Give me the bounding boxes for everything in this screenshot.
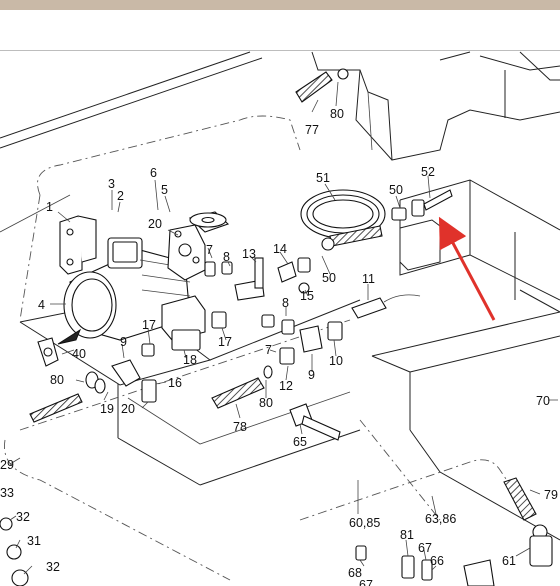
left-edge-fittings: [0, 517, 29, 586]
top-color-band: [0, 0, 560, 10]
callout-18: 18: [183, 353, 197, 367]
hose-79: [503, 477, 548, 540]
callout-80: 80: [330, 107, 344, 121]
callout-67: 67: [418, 541, 432, 555]
callout-1: 1: [46, 200, 53, 214]
callout-5: 5: [161, 183, 168, 197]
callout-14: 14: [273, 242, 287, 256]
callout-61: 61: [502, 554, 516, 568]
callout-80: 80: [50, 373, 64, 387]
part-40: [37, 328, 82, 367]
callout-8: 8: [282, 296, 289, 310]
callout-80: 80: [259, 396, 273, 410]
sensor-11: [327, 294, 421, 341]
callout-10: 10: [329, 354, 343, 368]
callout-65: 65: [293, 435, 307, 449]
callout-66: 66: [430, 554, 444, 568]
leader-lines: [9, 81, 558, 575]
callout-81: 81: [400, 528, 414, 542]
hose-coil-51: [300, 189, 386, 251]
red-indicator-arrow: [438, 216, 496, 321]
callout-60-85: 60,85: [349, 516, 380, 530]
header-blank-area: [0, 10, 560, 50]
callout-33: 33: [0, 486, 14, 500]
callout-6: 6: [150, 166, 157, 180]
callout-77: 77: [305, 123, 319, 137]
motor-4: [63, 237, 191, 341]
callout-17: 17: [142, 318, 156, 332]
callout-20: 20: [121, 402, 135, 416]
callout-7: 7: [206, 243, 213, 257]
fittings-50-52: [391, 189, 453, 221]
callout-78: 78: [233, 420, 247, 434]
callout-15: 15: [300, 289, 314, 303]
callout-19: 19: [100, 402, 114, 416]
nut-65: [289, 403, 341, 441]
callout-17: 17: [218, 335, 232, 349]
phantom-outline: [3, 115, 521, 581]
callout-51: 51: [316, 171, 330, 185]
callout-29: 29: [0, 458, 14, 472]
fitting-stack-center: [204, 257, 311, 301]
plate-20: [188, 211, 230, 233]
callout-2: 2: [117, 189, 124, 203]
callout-32: 32: [16, 510, 30, 524]
left-fittings: [85, 343, 157, 403]
callout-3: 3: [108, 177, 115, 191]
callout-11: 11: [362, 272, 375, 286]
pump-head: [167, 224, 206, 281]
callout-13: 13: [242, 247, 256, 261]
bracket-1: [59, 215, 97, 275]
callout-50: 50: [389, 183, 403, 197]
hose-78-80: [29, 377, 265, 423]
header-divider: [0, 50, 560, 51]
hose-77: [295, 68, 349, 103]
callout-9: 9: [308, 368, 315, 382]
callout-7: 7: [265, 343, 272, 357]
callout-31: 31: [27, 534, 41, 548]
callout-79: 79: [544, 488, 558, 502]
callout-32: 32: [46, 560, 60, 574]
chassis-frame: [0, 51, 560, 541]
callout-52: 52: [421, 165, 435, 179]
bottom-fittings: [355, 535, 553, 586]
callout-16: 16: [168, 376, 182, 390]
valve-18: [161, 295, 227, 351]
callout-20: 20: [148, 217, 162, 231]
callout-70: 70: [536, 394, 550, 408]
callout-labels: 77 80 52 51 50 6 5 3 2 1 20 7 8 13 14 50…: [0, 107, 558, 586]
callout-68: 68: [348, 566, 362, 580]
callout-67: 67: [359, 578, 373, 586]
callout-40: 40: [72, 347, 86, 361]
tee-fittings: [261, 314, 323, 379]
callout-50: 50: [322, 271, 336, 285]
callout-4: 4: [38, 298, 45, 312]
callout-9: 9: [120, 335, 127, 349]
callout-12: 12: [279, 379, 293, 393]
callout-63-86: 63,86: [425, 512, 456, 526]
callout-8: 8: [223, 250, 230, 264]
